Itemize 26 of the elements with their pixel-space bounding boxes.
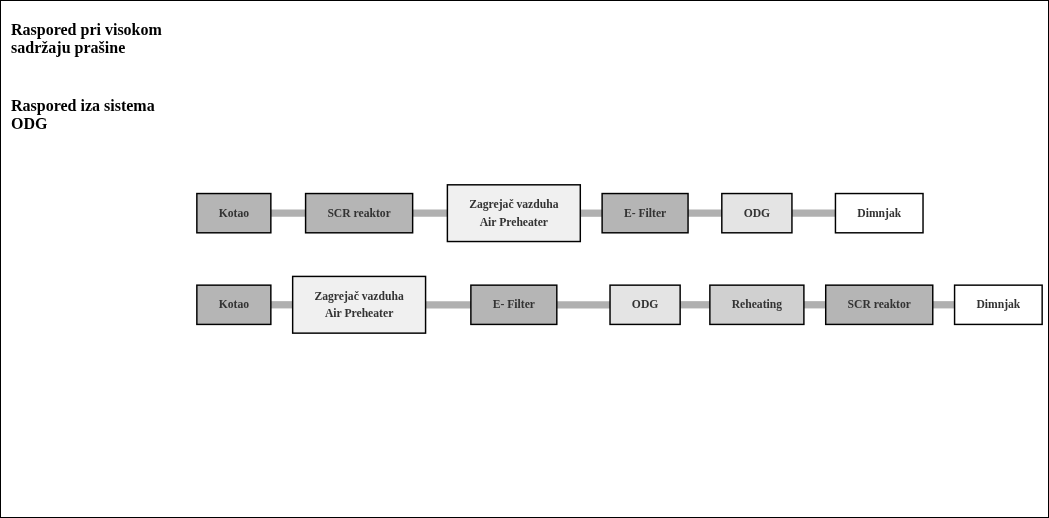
- connector: [679, 301, 712, 309]
- connector: [791, 209, 836, 217]
- layout-note: Raspored pri visokom sadržaju prašine: [11, 21, 163, 57]
- connector: [423, 301, 471, 309]
- node-box: Zagrejač vazduha Air Preheater: [446, 184, 582, 243]
- connector: [269, 209, 306, 217]
- connector: [412, 209, 450, 217]
- connector: [686, 209, 722, 217]
- connector: [802, 301, 828, 309]
- node-box: Kotao: [196, 192, 272, 234]
- layout-note: Raspored iza sistema ODG: [11, 97, 156, 133]
- connector: [930, 301, 957, 309]
- connector: [556, 301, 611, 309]
- node-box: ODG: [721, 192, 793, 234]
- connector: [578, 209, 604, 217]
- node-box: Reheating: [709, 284, 805, 326]
- connector: [269, 301, 295, 309]
- node-box: SCR reaktor: [825, 284, 934, 326]
- node-box: Kotao: [196, 284, 272, 326]
- node-box: Dimnjak: [953, 284, 1043, 326]
- node-box: E- Filter: [470, 284, 558, 326]
- node-box: SCR reaktor: [304, 192, 414, 234]
- node-box: Zagrejač vazduha Air Preheater: [291, 275, 427, 334]
- node-box: Dimnjak: [834, 192, 924, 234]
- node-box: E- Filter: [601, 192, 689, 234]
- node-box: ODG: [609, 284, 681, 326]
